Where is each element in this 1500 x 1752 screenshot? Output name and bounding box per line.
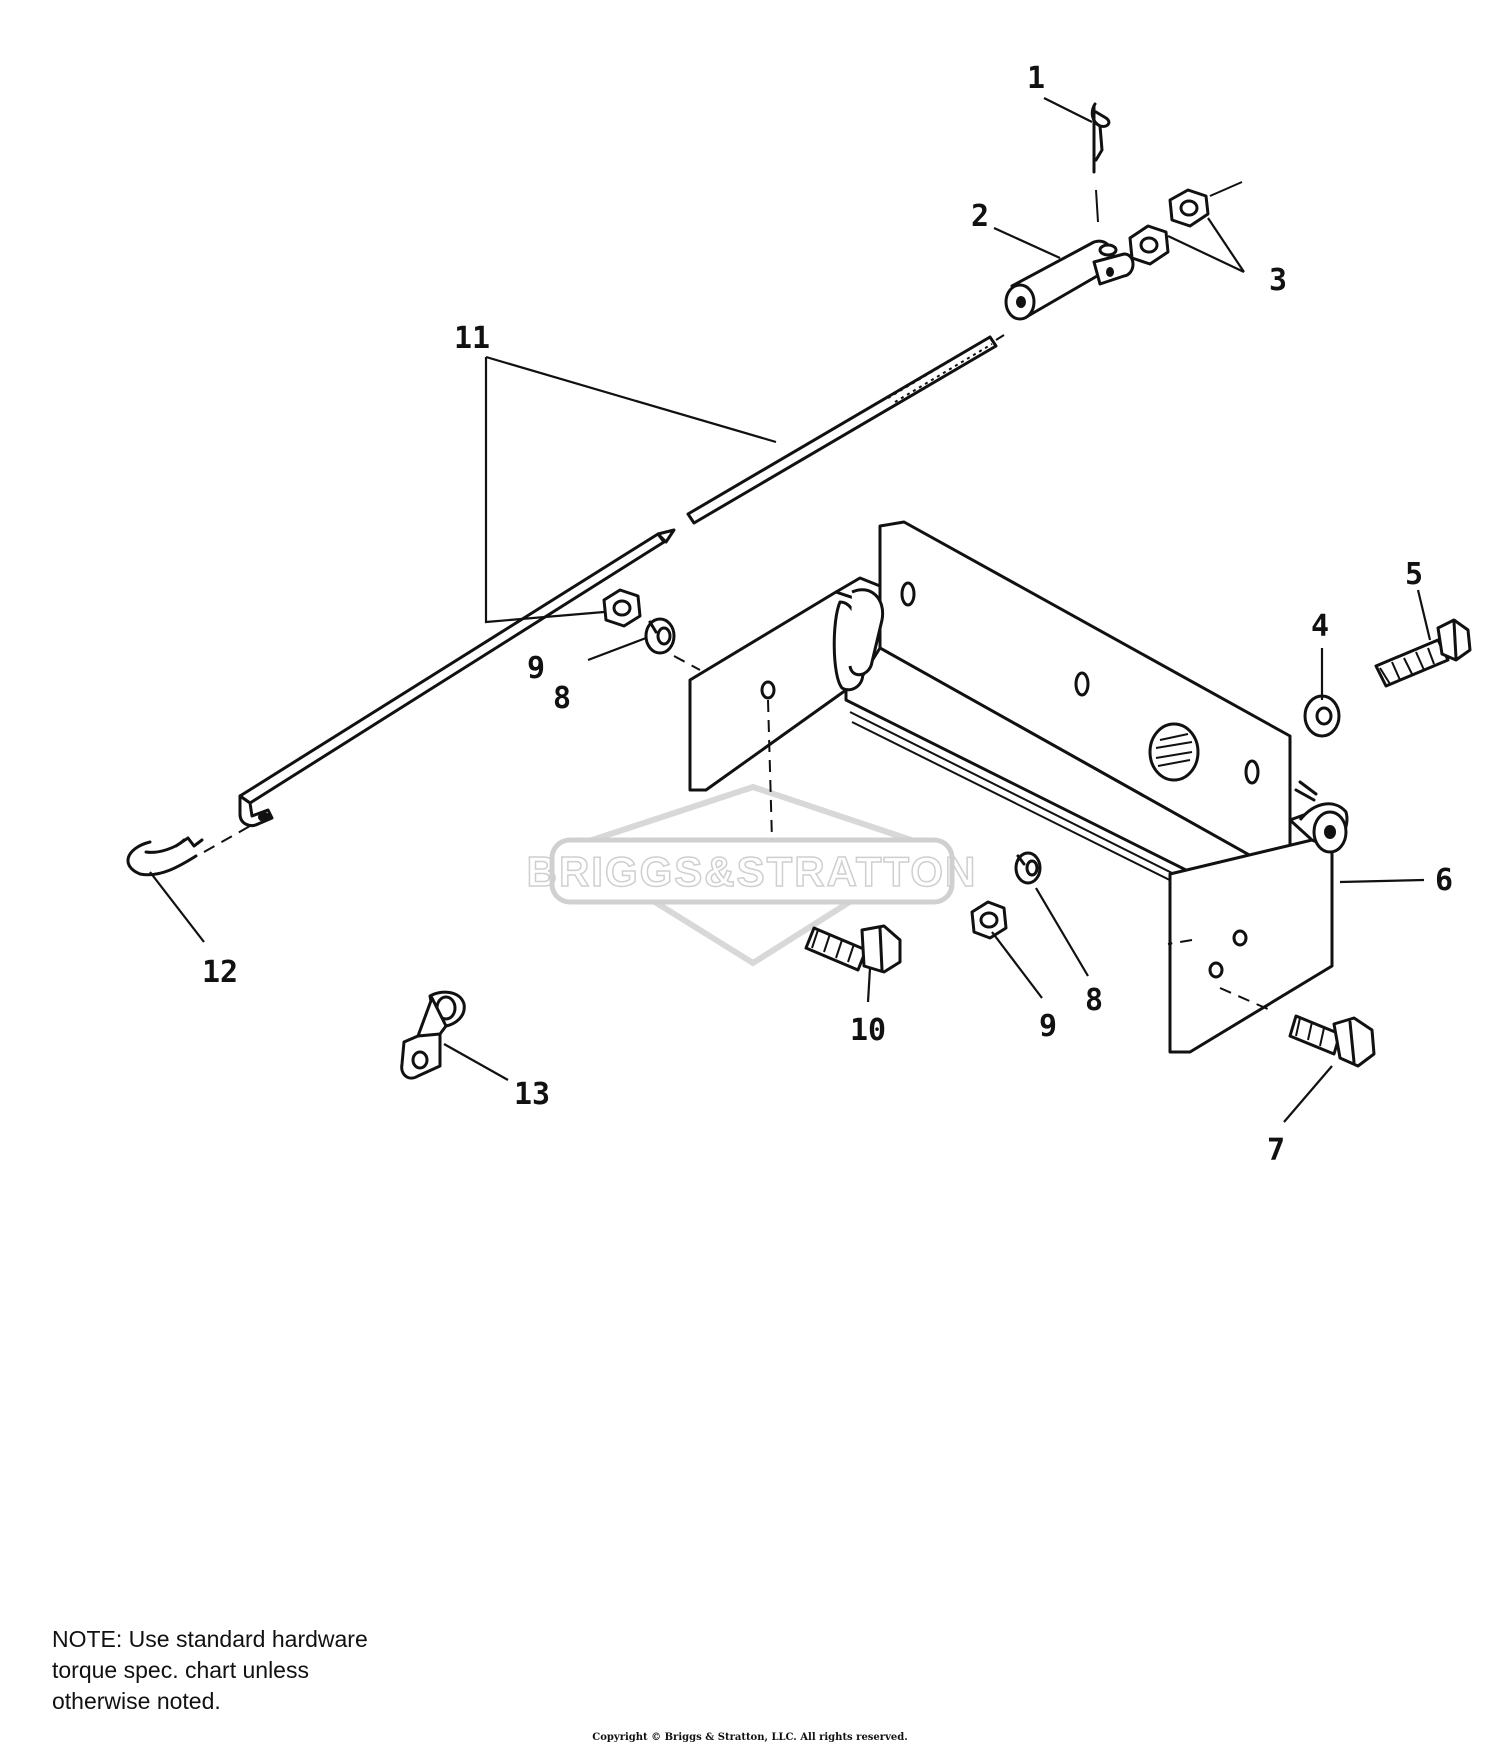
callout-11: 11 [454,321,490,356]
callout-12: 12 [202,955,238,990]
callout-2: 2 [971,199,989,234]
callout-3: 3 [1269,263,1287,298]
hairpin-clip-part [1090,102,1111,223]
callout-9-right: 9 [1039,1009,1057,1044]
hex-flange-bolt-part [1288,1014,1376,1068]
nut-pair-part [1128,181,1243,266]
bowtie-clip-part [126,825,251,877]
rod-bracket-part [400,990,466,1080]
callout-5: 5 [1405,557,1423,592]
note-line-2: torque spec. chart unless [52,1657,309,1683]
mounting-bracket-part [673,520,1349,1054]
callout-7: 7 [1267,1133,1285,1168]
leader-lines [149,97,1432,1123]
callout-6: 6 [1435,863,1453,898]
note-line-3: otherwise noted. [52,1688,221,1714]
throttle-rod-part [238,334,1005,828]
watermark-logo: BRIGGS&STRATTON [526,783,978,967]
hex-bolt-part-5 [1374,618,1472,688]
callout-8-right: 8 [1085,983,1103,1018]
hex-bolt-part-10 [804,924,902,974]
callout-1: 1 [1027,61,1045,96]
torque-note: NOTE: Use standard hardware torque spec.… [52,1624,472,1717]
copyright-notice: Copyright © Briggs & Stratton, LLC. All … [592,1732,908,1743]
lock-washer-part-left [644,617,676,655]
callout-4: 4 [1311,609,1329,644]
note-line-1: NOTE: Use standard hardware [52,1626,368,1652]
hex-nut-part-right [970,900,1008,940]
swivel-connector-part [1004,239,1135,321]
flat-washer-part [1303,694,1341,738]
callout-10: 10 [850,1013,886,1048]
callout-labels: 1 2 3 4 5 6 7 8 8 9 9 10 11 12 13 [202,61,1453,1168]
callout-9-left: 9 [527,651,545,686]
lock-washer-part-right [1014,851,1042,885]
watermark-text: BRIGGS&STRATTON [527,848,978,895]
hex-nut-part-left [602,588,642,628]
callout-13: 13 [514,1077,550,1112]
callout-8-left: 8 [553,681,571,716]
